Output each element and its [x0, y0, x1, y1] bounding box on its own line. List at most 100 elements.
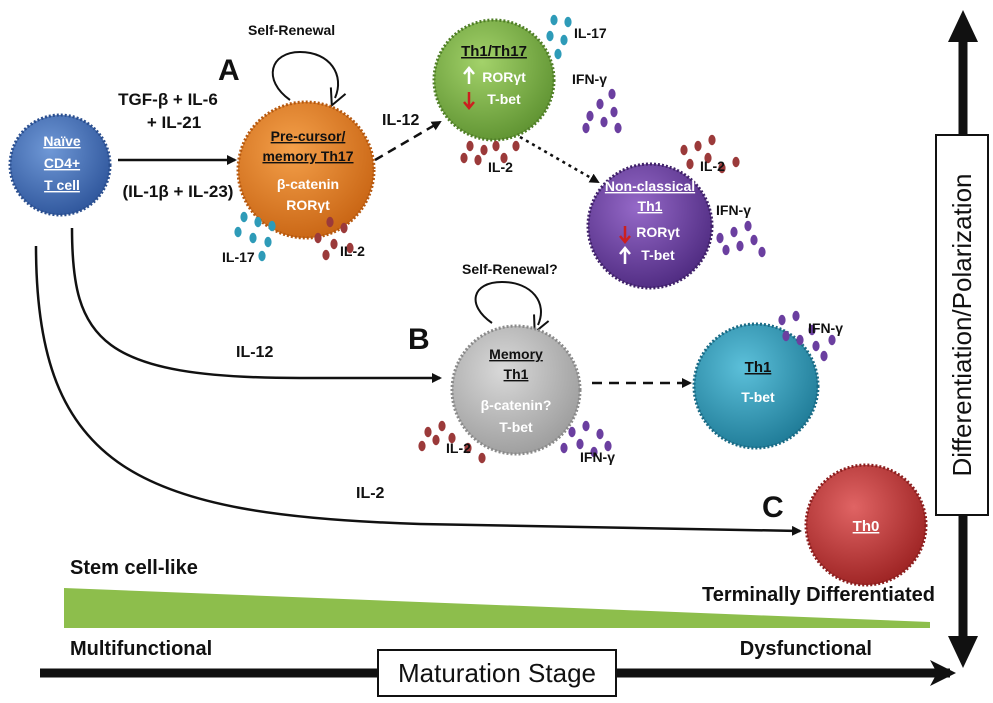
ifng-secretion-dot [614, 122, 622, 134]
th1th17-line2: T-bet [487, 91, 521, 107]
naive-line2: CD4+ [44, 155, 80, 171]
precursor-line2: memory Th17 [262, 148, 353, 164]
il2-secretion-dot [326, 216, 334, 228]
precursor-th17-cell: Pre-cursor/ memory Th17 β-catenin RORγt [236, 100, 376, 240]
il2-secretion-dot [314, 232, 322, 244]
ifng-secretion-dot [758, 246, 766, 258]
up-arrow-icon [463, 66, 475, 84]
ifng-secretion-dot [596, 98, 604, 110]
th1th17-title: Th1/Th17 [461, 43, 527, 60]
ifng-secretion-dot [582, 420, 590, 432]
il17-secretion-dot [560, 34, 568, 46]
ifng-secretion-dot [590, 446, 598, 458]
ifng-secretion-dot [604, 440, 612, 452]
il2-secretion-dot [478, 452, 486, 464]
ifng-secretion-dot [820, 350, 828, 362]
il12-label-a: IL-12 [382, 112, 419, 129]
naive-cell-body [8, 113, 112, 217]
il12-label-b: IL-12 [236, 344, 273, 361]
il2-secretion-dot [474, 154, 482, 166]
naive-cd4-cell: Naïve CD4+ T cell [8, 113, 112, 217]
ifng-secretion-dot [744, 220, 752, 232]
th1-line1: T-bet [741, 389, 775, 405]
ifng-secretion-dot [576, 438, 584, 450]
nonclassical-line2: T-bet [641, 247, 675, 263]
maturation-axis-label: Maturation Stage [398, 658, 596, 688]
panel-letter-b: B [408, 323, 430, 356]
memoryth1-title-line1: Memory [489, 346, 543, 362]
il12-pathway-arrow [70, 227, 442, 383]
ifng-secretion-dot [796, 334, 804, 346]
naive-line3: T cell [44, 177, 80, 193]
il2-secretion-dot [346, 242, 354, 254]
il2-label-c: IL-2 [356, 485, 385, 502]
precursor-line3: β-catenin [277, 176, 339, 192]
self-renewal-label-b: Self-Renewal? [462, 261, 558, 277]
il2-secretion-dot [438, 420, 446, 432]
il2-secretion-dot [460, 152, 468, 164]
th0-cell-body [804, 463, 928, 587]
axes: Differentiation/Polarization Maturation … [40, 10, 989, 697]
il2-secretion-dot [418, 440, 426, 452]
il2-secretion-dot [330, 238, 338, 250]
il2-label-nonclassical: IL-2 [700, 158, 725, 174]
il2-secretion-dot [704, 152, 712, 164]
th1-title: Th1 [745, 359, 772, 376]
cytokine-dots [234, 14, 836, 464]
il17-secretion-dot [268, 220, 276, 232]
precursor-to-th1th17-arrow [374, 120, 442, 162]
ifng-secretion-dot [560, 442, 568, 454]
differentiation-label-box [935, 134, 989, 516]
il17-secretion-dot [546, 30, 554, 42]
il2-secretion-dot [322, 249, 330, 261]
differentiation-axis-bottom-arrowhead [948, 636, 978, 668]
il17-secretion-dot [254, 216, 262, 228]
memoryth1-cell-body [450, 324, 582, 456]
differentiation-axis-label: Differentiation/Polarization [947, 173, 977, 476]
multifunctional-label: Multifunctional [70, 638, 212, 660]
il2-secretion-dot [340, 222, 348, 234]
il2-secretion-dot [492, 140, 500, 152]
memory-th1-cell: Memory Th1 β-catenin? T-bet [450, 324, 582, 456]
precursor-cell-body [236, 100, 376, 240]
ifng-label-memoryth1: IFN-γ [580, 449, 615, 465]
ifng-secretion-dot [828, 334, 836, 346]
ifng-label-th1th17: IFN-γ [572, 71, 607, 87]
th1th17-line1: RORγt [482, 69, 526, 85]
il2-secretion-dot [732, 156, 740, 168]
ifng-secretion-dot [610, 106, 618, 118]
nonclassical-line1: RORγt [636, 224, 680, 240]
naive-line1: Naïve [43, 133, 81, 149]
il17-secretion-dot [234, 226, 242, 238]
precursor-line4: RORγt [286, 197, 330, 213]
ifng-secretion-dot [812, 340, 820, 352]
ifng-label-th1: IFN-γ [808, 320, 843, 336]
ifng-secretion-dot [568, 426, 576, 438]
il17-secretion-dot [240, 211, 248, 223]
ifng-secretion-dot [782, 330, 790, 342]
conditions-line2: + IL-21 [147, 113, 201, 132]
th1-th17-cell: Th1/Th17 RORγt T-bet [432, 18, 556, 142]
down-arrow-icon [463, 92, 475, 110]
ifng-label-nonclassical: IFN-γ [716, 202, 751, 218]
il2-secretion-dot [500, 152, 508, 164]
conditions-line3: (IL-1β + IL-23) [123, 182, 234, 201]
il17-secretion-dot [249, 232, 257, 244]
il2-secretion-dot [448, 432, 456, 444]
nonclassical-cell-body [586, 162, 714, 290]
up-arrow-icon [619, 246, 631, 264]
th0-cell: Th0 [804, 463, 928, 587]
memoryth1-line1: β-catenin? [481, 397, 552, 413]
memoryth1-line2: T-bet [499, 419, 533, 435]
self-renewal-arrow-b [474, 280, 541, 325]
il17-secretion-dot [258, 250, 266, 262]
down-arrow-icon [619, 226, 631, 244]
ifng-secretion-dot [596, 428, 604, 440]
th0-title: Th0 [853, 518, 880, 535]
maturation-gradient-wedge [64, 588, 930, 628]
ifng-secretion-dot [582, 122, 590, 134]
ifng-secretion-dot [716, 232, 724, 244]
panel-letter-c: C [762, 491, 784, 524]
ifng-secretion-dot [586, 110, 594, 122]
memoryth1-title-line2: Th1 [504, 366, 529, 382]
